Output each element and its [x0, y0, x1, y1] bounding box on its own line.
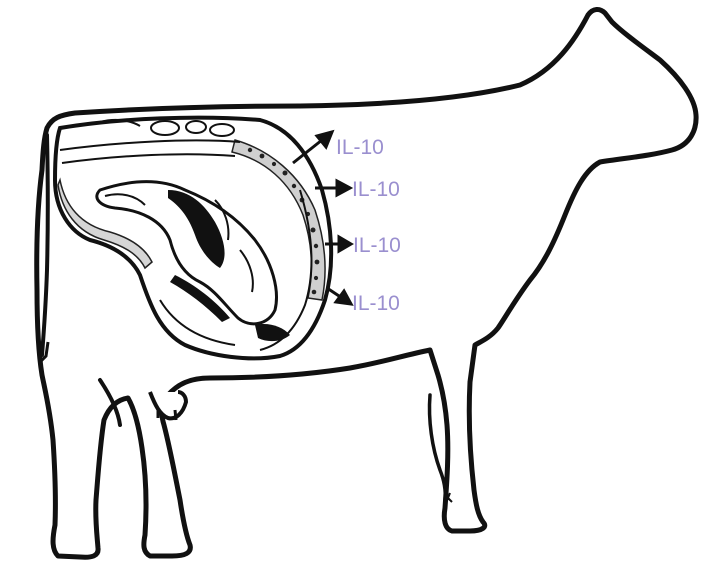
il10-label-2: IL-10: [352, 178, 400, 201]
il10-label-1: IL-10: [336, 136, 384, 159]
il10-label-3: IL-10: [353, 234, 401, 257]
cow-outline: [37, 9, 696, 557]
teat-2: [175, 410, 176, 420]
front-leg-inner-line: [429, 395, 445, 500]
il10-label-4: IL-10: [352, 292, 400, 315]
